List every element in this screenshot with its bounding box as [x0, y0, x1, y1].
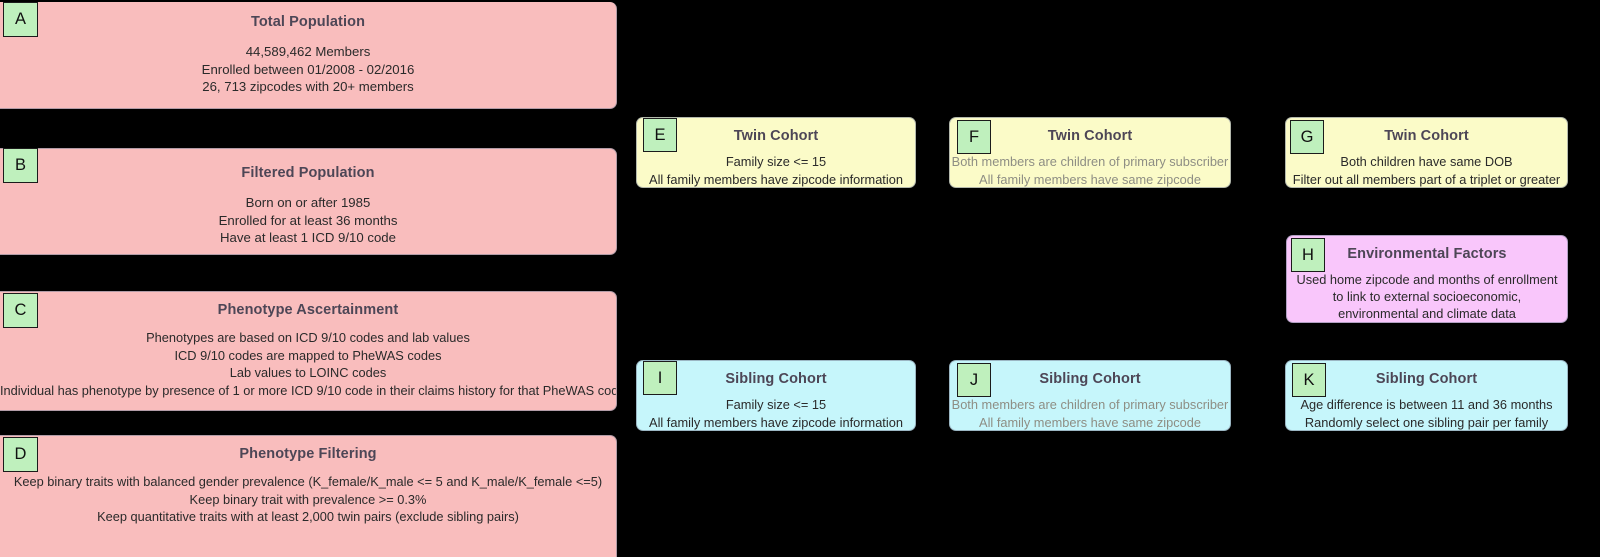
panel-e-badge: E	[643, 118, 677, 152]
panel-j-title: Sibling Cohort	[1039, 371, 1141, 387]
panel-h-badge: H	[1291, 238, 1325, 272]
panel-body-line: All family members have same zipcode	[979, 414, 1201, 430]
panel-body-line: Keep quantitative traits with at least 2…	[97, 509, 519, 524]
panel-sibling-cohort-j: Sibling Cohort Both members are children…	[949, 360, 1231, 431]
panel-body-line: All family members have same zipcode	[979, 171, 1201, 187]
panel-twin-cohort-f: Twin Cohort Both members are children of…	[949, 117, 1231, 188]
panel-body-line: 26, 713 zipcodes with 20+ members	[202, 79, 414, 94]
panel-body-line: Filter out all members part of a triplet…	[1292, 171, 1561, 187]
panel-body-line: All family members have zipcode informat…	[649, 171, 903, 187]
panel-h-body: Used home zipcode and months of enrollme…	[1287, 271, 1567, 322]
panel-body-line: Enrolled for at least 36 months	[218, 212, 398, 228]
panel-j-badge: J	[957, 363, 991, 397]
panel-body-line: Enrolled between 01/2008 - 02/2016	[201, 61, 415, 77]
panel-k-title: Sibling Cohort	[1375, 371, 1478, 387]
panel-d-title: Phenotype Filtering	[239, 446, 377, 462]
panel-body-line: ICD 9/10 codes are mapped to PheWAS code…	[174, 347, 442, 363]
panel-g-title: Twin Cohort	[1384, 128, 1469, 144]
panel-phenotype-ascertainment: Phenotype Ascertainment Phenotypes are b…	[0, 291, 617, 411]
panel-body-line: Phenotypes are based on ICD 9/10 codes a…	[146, 330, 470, 345]
panel-body-line: Keep binary trait with prevalence >= 0.3…	[189, 491, 427, 507]
panel-d-body: Keep binary traits with balanced gender …	[0, 473, 616, 526]
panel-sibling-cohort-k: Sibling Cohort Age difference is between…	[1285, 360, 1568, 431]
panel-body-line: Randomly select one sibling pair per fam…	[1304, 414, 1549, 430]
panel-body-line: Individual has phenotype by presence of …	[0, 382, 617, 398]
panel-f-title: Twin Cohort	[1047, 128, 1133, 144]
panel-c-body: Phenotypes are based on ICD 9/10 codes a…	[0, 329, 616, 399]
panel-a-title: Total Population	[250, 14, 366, 30]
panel-i-badge: I	[643, 361, 677, 395]
panel-i-body: Family size <= 15 All family members have…	[637, 396, 915, 430]
panel-environmental-factors: Environmental Factors Used home zipcode …	[1286, 235, 1568, 323]
panel-g-body: Both children have same DOB Filter out al…	[1286, 153, 1567, 187]
panel-k-badge: K	[1292, 363, 1326, 397]
panel-c-title: Phenotype Ascertainment	[217, 302, 399, 318]
panel-body-line: Family size <= 15	[725, 154, 827, 169]
panel-a-badge: A	[3, 2, 38, 37]
panel-body-line: 44,589,462 Members	[245, 44, 371, 59]
panel-f-badge: F	[957, 120, 991, 154]
panel-d-badge: D	[3, 437, 38, 472]
panel-filtered-population: Filtered Population Born on or after 198…	[0, 148, 617, 255]
panel-body-line: Age difference is between 11 and 36 mont…	[1300, 397, 1553, 412]
panel-body-line: Both members are children of primary sub…	[951, 397, 1229, 412]
panel-body-line: Lab values to LOINC codes	[229, 365, 387, 380]
panel-body-line: Keep binary traits with balanced gender …	[13, 474, 603, 489]
panel-body-line: Family size <= 15	[725, 397, 827, 412]
panel-b-badge: B	[3, 148, 38, 183]
panel-body-line: Have at least 1 ICD 9/10 code	[220, 230, 396, 245]
panel-h-title: Environmental Factors	[1347, 246, 1507, 262]
panel-phenotype-filtering: Phenotype Filtering Keep binary traits w…	[0, 435, 617, 557]
panel-sibling-cohort-i: Sibling Cohort Family size <= 15 All fami…	[636, 360, 916, 431]
panel-b-title: Filtered Population	[241, 165, 375, 181]
panel-i-title: Sibling Cohort	[725, 371, 827, 387]
panel-body-line: Born on or after 1985	[245, 195, 371, 210]
panel-body-line: Both children have same DOB	[1340, 154, 1513, 169]
panel-g-badge: G	[1290, 120, 1324, 154]
panel-twin-cohort-e: Twin Cohort Family size <= 15 All family …	[636, 117, 916, 188]
panel-c-badge: C	[3, 293, 38, 328]
panel-j-body: Both members are children of primary sub…	[950, 396, 1230, 430]
panel-e-title: Twin Cohort	[733, 128, 819, 144]
panel-f-body: Both members are children of primary sub…	[950, 153, 1230, 187]
panel-e-body: Family size <= 15 All family members have…	[637, 153, 915, 187]
panel-body-line: All family members have zipcode informat…	[649, 414, 903, 430]
panel-body-line: Used home zipcode and months of enrollme…	[1296, 272, 1558, 321]
panel-twin-cohort-g: Twin Cohort Both children have same DOB F…	[1285, 117, 1568, 188]
panel-body-line: Both members are children of primary sub…	[951, 154, 1229, 169]
panel-k-body: Age difference is between 11 and 36 mont…	[1286, 396, 1567, 430]
